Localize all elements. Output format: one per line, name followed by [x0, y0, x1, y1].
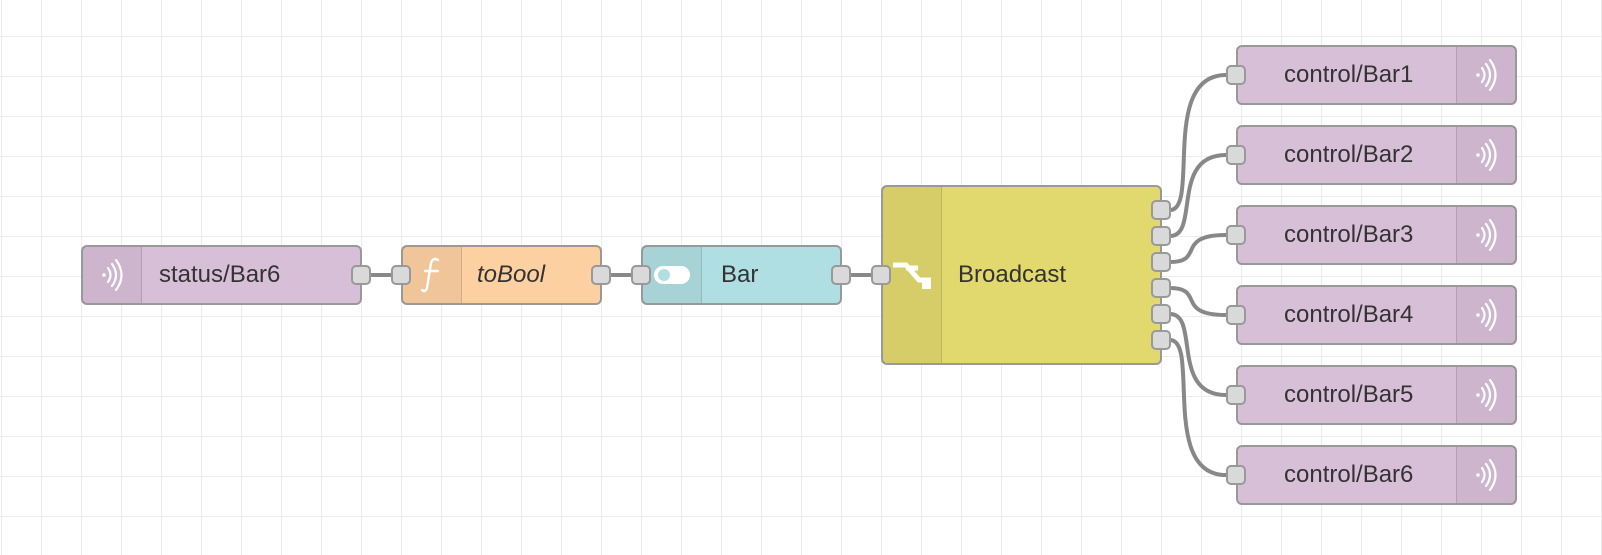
- mqtt-out-label: control/Bar1: [1284, 61, 1414, 88]
- mqtt-out-icon-area: [1456, 47, 1515, 103]
- mqtt-out-input-port-2[interactable]: [1226, 145, 1246, 165]
- mqtt-out-label: control/Bar6: [1284, 461, 1414, 488]
- switch-output-port-5[interactable]: [1151, 304, 1171, 324]
- switch-route-icon: [892, 258, 932, 292]
- switch-icon-area: [883, 187, 942, 363]
- function-f-icon: [421, 256, 443, 294]
- mqtt-out-icon-area: [1456, 127, 1515, 183]
- dashboard-input-port[interactable]: [631, 265, 651, 285]
- dashboard-label: Bar: [721, 261, 759, 288]
- mqtt-signal-icon: [1473, 219, 1499, 251]
- mqtt-out-icon-area: [1456, 447, 1515, 503]
- wire-switch-to-bar6[interactable]: [1168, 338, 1228, 477]
- toggle-switch-icon: [653, 264, 691, 286]
- mqtt-in-label: status/Bar6: [159, 261, 281, 288]
- mqtt-out-label: control/Bar4: [1284, 301, 1414, 328]
- wire-switch-to-bar2[interactable]: [1168, 153, 1228, 238]
- function-input-port[interactable]: [391, 265, 411, 285]
- switch-output-port-6[interactable]: [1151, 330, 1171, 350]
- mqtt-in-icon-area: [83, 247, 142, 303]
- mqtt-out-input-port-3[interactable]: [1226, 225, 1246, 245]
- mqtt-out-input-port-6[interactable]: [1226, 465, 1246, 485]
- switch-label: Broadcast: [958, 261, 1067, 288]
- mqtt-out-input-port-5[interactable]: [1226, 385, 1246, 405]
- mqtt-signal-icon: [1473, 139, 1499, 171]
- mqtt-signal-icon: [1473, 299, 1499, 331]
- mqtt-out-node-1[interactable]: control/Bar1: [1236, 45, 1517, 105]
- function-node[interactable]: toBool: [401, 245, 602, 305]
- mqtt-out-label: control/Bar5: [1284, 381, 1414, 408]
- mqtt-signal-icon: [1473, 459, 1499, 491]
- mqtt-out-input-port-4[interactable]: [1226, 305, 1246, 325]
- function-label: toBool: [477, 261, 546, 288]
- dashboard-output-port[interactable]: [831, 265, 851, 285]
- switch-input-port[interactable]: [871, 265, 891, 285]
- wire-switch-to-bar4[interactable]: [1168, 286, 1228, 317]
- mqtt-out-icon-area: [1456, 367, 1515, 423]
- mqtt-out-node-4[interactable]: control/Bar4: [1236, 285, 1517, 345]
- mqtt-out-label: control/Bar2: [1284, 141, 1414, 168]
- dashboard-switch-node[interactable]: Bar: [641, 245, 842, 305]
- dashboard-icon-area: [643, 247, 702, 303]
- mqtt-out-node-5[interactable]: control/Bar5: [1236, 365, 1517, 425]
- switch-output-port-4[interactable]: [1151, 278, 1171, 298]
- mqtt-out-label: control/Bar3: [1284, 221, 1414, 248]
- mqtt-in-output-port[interactable]: [351, 265, 371, 285]
- mqtt-signal-icon: [1473, 59, 1499, 91]
- wire-switch-to-bar5[interactable]: [1168, 312, 1228, 397]
- wire-switch-to-bar1[interactable]: [1168, 73, 1228, 212]
- mqtt-signal-icon: [1473, 379, 1499, 411]
- wire-switch-to-bar3[interactable]: [1168, 233, 1228, 264]
- mqtt-out-node-6[interactable]: control/Bar6: [1236, 445, 1517, 505]
- switch-output-port-3[interactable]: [1151, 252, 1171, 272]
- mqtt-out-icon-area: [1456, 207, 1515, 263]
- mqtt-signal-icon: [99, 259, 125, 291]
- mqtt-out-input-port-1[interactable]: [1226, 65, 1246, 85]
- switch-node[interactable]: Broadcast: [881, 185, 1162, 365]
- mqtt-out-icon-area: [1456, 287, 1515, 343]
- function-icon-area: [403, 247, 462, 303]
- switch-output-port-2[interactable]: [1151, 226, 1171, 246]
- function-output-port[interactable]: [591, 265, 611, 285]
- mqtt-out-node-3[interactable]: control/Bar3: [1236, 205, 1517, 265]
- switch-output-port-1[interactable]: [1151, 200, 1171, 220]
- mqtt-in-node[interactable]: status/Bar6: [81, 245, 362, 305]
- mqtt-out-node-2[interactable]: control/Bar2: [1236, 125, 1517, 185]
